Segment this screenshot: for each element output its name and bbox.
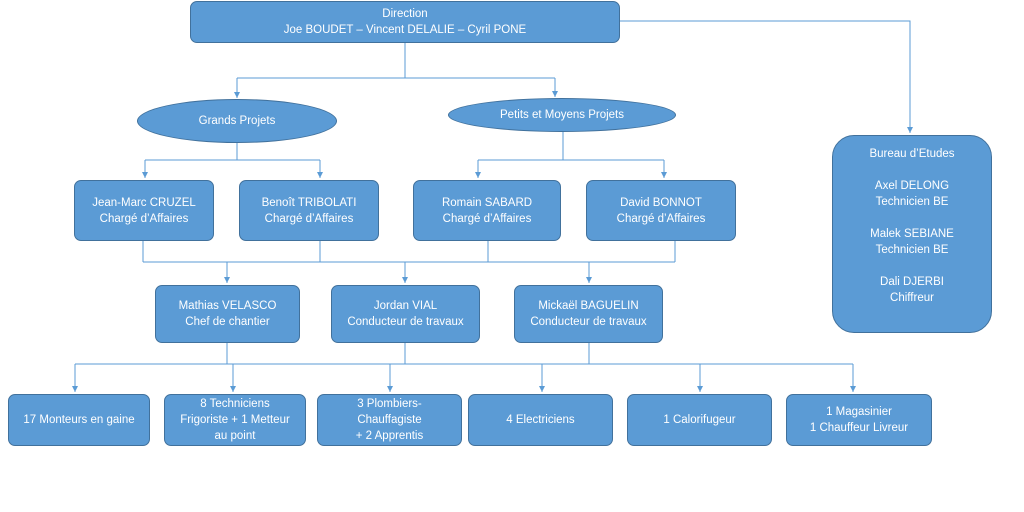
team-box: 3 Plombiers- Chauffagiste + 2 Apprentis [317,394,462,446]
charge-box: Jean-Marc CRUZEL Chargé d’Affaires [74,180,214,241]
team-line: 3 Plombiers- [357,398,422,410]
supervisor-box: Mickaël BAGUELIN Conducteur de travaux [514,285,663,343]
team-line: 1 Magasinier [826,406,892,418]
person-role: Technicien BE [875,196,949,208]
division-grands-projets: Grands Projets [137,99,337,143]
person-name: Romain SABARD [441,196,533,209]
charge-box: David BONNOT Chargé d’Affaires [586,180,736,241]
team-line: Frigoriste + 1 Metteur [180,414,290,426]
charge-box: Benoît TRIBOLATI Chargé d’Affaires [239,180,379,241]
team-box: 1 Magasinier 1 Chauffeur Livreur [786,394,932,446]
team-line: + 2 Apprentis [355,430,424,442]
person-name: Benoît TRIBOLATI [261,196,357,209]
person-role: Chargé d’Affaires [442,212,532,225]
person-name: Mickaël BAGUELIN [538,300,639,312]
team-box: 8 Techniciens Frigoriste + 1 Metteur au … [164,394,306,446]
person-name: David BONNOT [620,196,702,209]
team-line: 1 Calorifugeur [663,414,736,426]
team-line: au point [214,430,256,442]
team-box: 4 Electriciens [468,394,613,446]
division-petits-label: Petits et Moyens Projets [500,109,624,121]
team-line: Chauffagiste [357,414,422,426]
division-grands-label: Grands Projets [198,115,276,127]
bureau-etudes-box: Bureau d’Etudes Axel DELONG Technicien B… [832,135,992,333]
direction-title: Direction [382,8,428,20]
person-name: Dali DJERBI [880,276,944,288]
person-name: Jordan VIAL [373,300,438,312]
team-box: 17 Monteurs en gaine [8,394,150,446]
supervisor-box: Jordan VIAL Conducteur de travaux [331,285,480,343]
bureau-title: Bureau d’Etudes [869,148,955,160]
person-role: Chiffreur [890,292,934,304]
division-petits-projets: Petits et Moyens Projets [448,98,676,132]
person-name: Malek SEBIANE [870,228,954,240]
person-name: Jean-Marc CRUZEL [92,196,196,209]
person-role: Chargé d’Affaires [264,212,354,225]
charge-box: Romain SABARD Chargé d’Affaires [413,180,561,241]
person-role: Chargé d’Affaires [616,212,706,225]
person-name: Axel DELONG [874,180,950,192]
team-line: 8 Techniciens [200,398,270,410]
person-role: Conducteur de travaux [347,316,464,328]
direction-box: Direction Joe BOUDET – Vincent DELALIE –… [190,1,620,43]
team-line: 4 Electriciens [506,414,575,426]
person-role: Technicien BE [875,244,949,256]
team-box: 1 Calorifugeur [627,394,772,446]
team-line: 1 Chauffeur Livreur [809,422,909,434]
connector-direction-bureau [620,20,913,133]
person-role: Conducteur de travaux [530,316,647,328]
direction-members: Joe BOUDET – Vincent DELALIE – Cyril PON… [283,24,527,36]
supervisor-box: Mathias VELASCO Chef de chantier [155,285,300,343]
person-name: Mathias VELASCO [178,300,277,312]
person-role: Chef de chantier [185,316,270,328]
person-role: Chargé d’Affaires [99,212,189,225]
team-line: 17 Monteurs en gaine [23,414,135,426]
